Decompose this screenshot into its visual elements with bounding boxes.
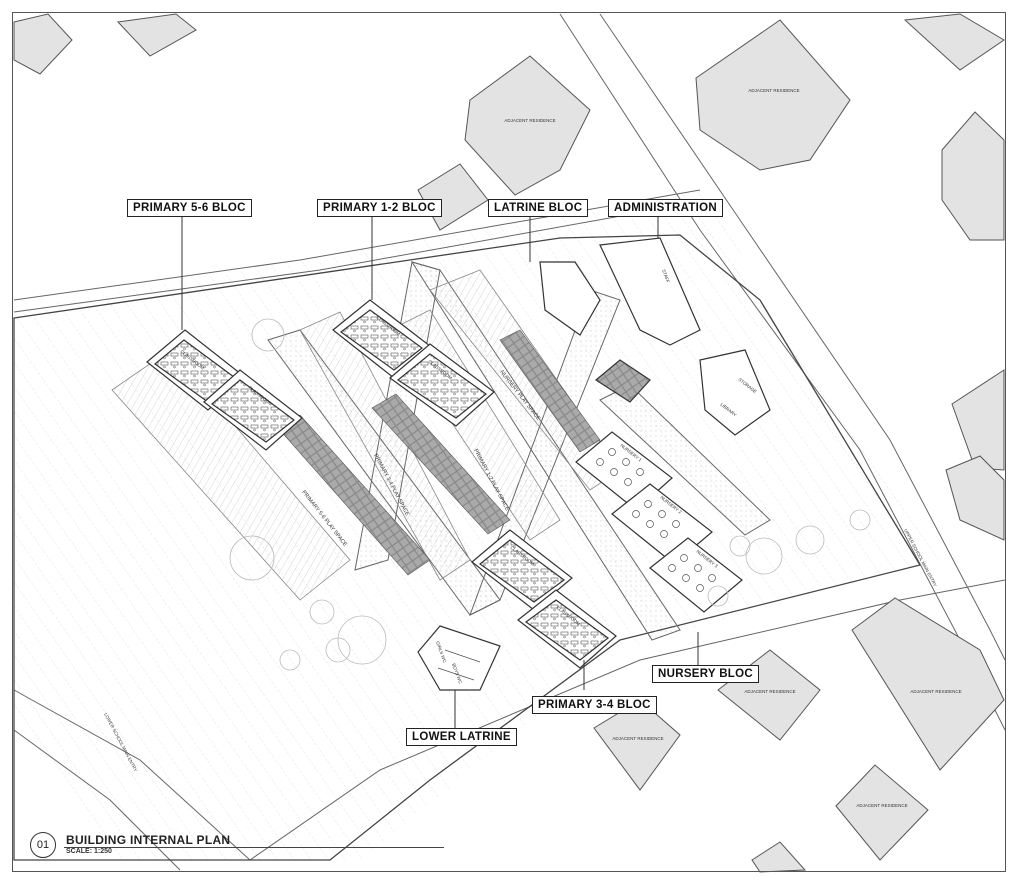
drawing-scale: SCALE: 1:250	[66, 848, 112, 855]
residence-label-5: ADJACENT RESIDENCE	[612, 736, 663, 741]
library-bloc	[699, 349, 771, 436]
classroom-p34-2	[517, 589, 617, 669]
residence-1	[13, 13, 73, 75]
residence-13	[835, 764, 929, 861]
callout-primary-12: PRIMARY 1-2 BLOC	[317, 199, 442, 217]
lower-latrine-bloc	[417, 625, 501, 691]
site-boundary	[13, 234, 922, 861]
callout-primary-34: PRIMARY 3-4 BLOC	[532, 696, 657, 714]
residence-14	[751, 841, 807, 873]
residence-label-3: ADJACENT RESIDENCE	[744, 689, 795, 694]
callout-administration: ADMINISTRATION	[608, 199, 724, 217]
classrooms	[146, 299, 617, 669]
leader-lines	[181, 214, 699, 728]
drawing-number: 01	[30, 832, 56, 858]
admin-steps	[594, 359, 651, 403]
callout-lower-latrine: LOWER LATRINE	[406, 728, 517, 746]
residence-5	[417, 163, 489, 231]
residence-2	[116, 13, 197, 57]
residence-label-2: ADJACENT RESIDENCE	[748, 88, 799, 93]
residence-label-4: ADJACENT RESIDENCE	[910, 689, 961, 694]
classroom-p56-2	[203, 369, 303, 451]
title-rule	[64, 847, 444, 848]
latrine-bloc	[539, 261, 601, 336]
residence-4	[464, 55, 591, 196]
classroom-p34-1	[471, 529, 573, 611]
residence-7	[941, 111, 1005, 241]
classroom-p12-2	[389, 343, 495, 427]
steps-3	[499, 329, 601, 453]
walkway-d	[410, 261, 681, 641]
nursery-rooms	[575, 431, 743, 613]
residence-11	[851, 597, 1005, 771]
room-label-staff: STAFF	[661, 269, 671, 284]
residence-6	[695, 19, 851, 171]
administration-bloc	[599, 237, 701, 346]
play-space-p34	[299, 311, 471, 581]
steps-2	[371, 393, 511, 535]
residence-10	[717, 649, 821, 741]
residence-9	[945, 455, 1005, 541]
admin-area	[539, 237, 771, 436]
residence-8	[951, 369, 1005, 471]
trees	[229, 318, 871, 671]
nursery-room-3	[649, 537, 743, 613]
adjacent-residences	[13, 13, 1005, 873]
callout-latrine: LATRINE BLOC	[488, 199, 589, 217]
residence-label-1: ADJACENT RESIDENCE	[504, 118, 555, 123]
callout-primary-56: PRIMARY 5-6 BLOC	[127, 199, 252, 217]
residence-label-6: ADJACENT RESIDENCE	[856, 803, 907, 808]
callout-nursery: NURSERY BLOC	[652, 665, 759, 683]
drawing-title: BUILDING INTERNAL PLAN	[66, 833, 231, 847]
residence-3	[903, 13, 1005, 71]
